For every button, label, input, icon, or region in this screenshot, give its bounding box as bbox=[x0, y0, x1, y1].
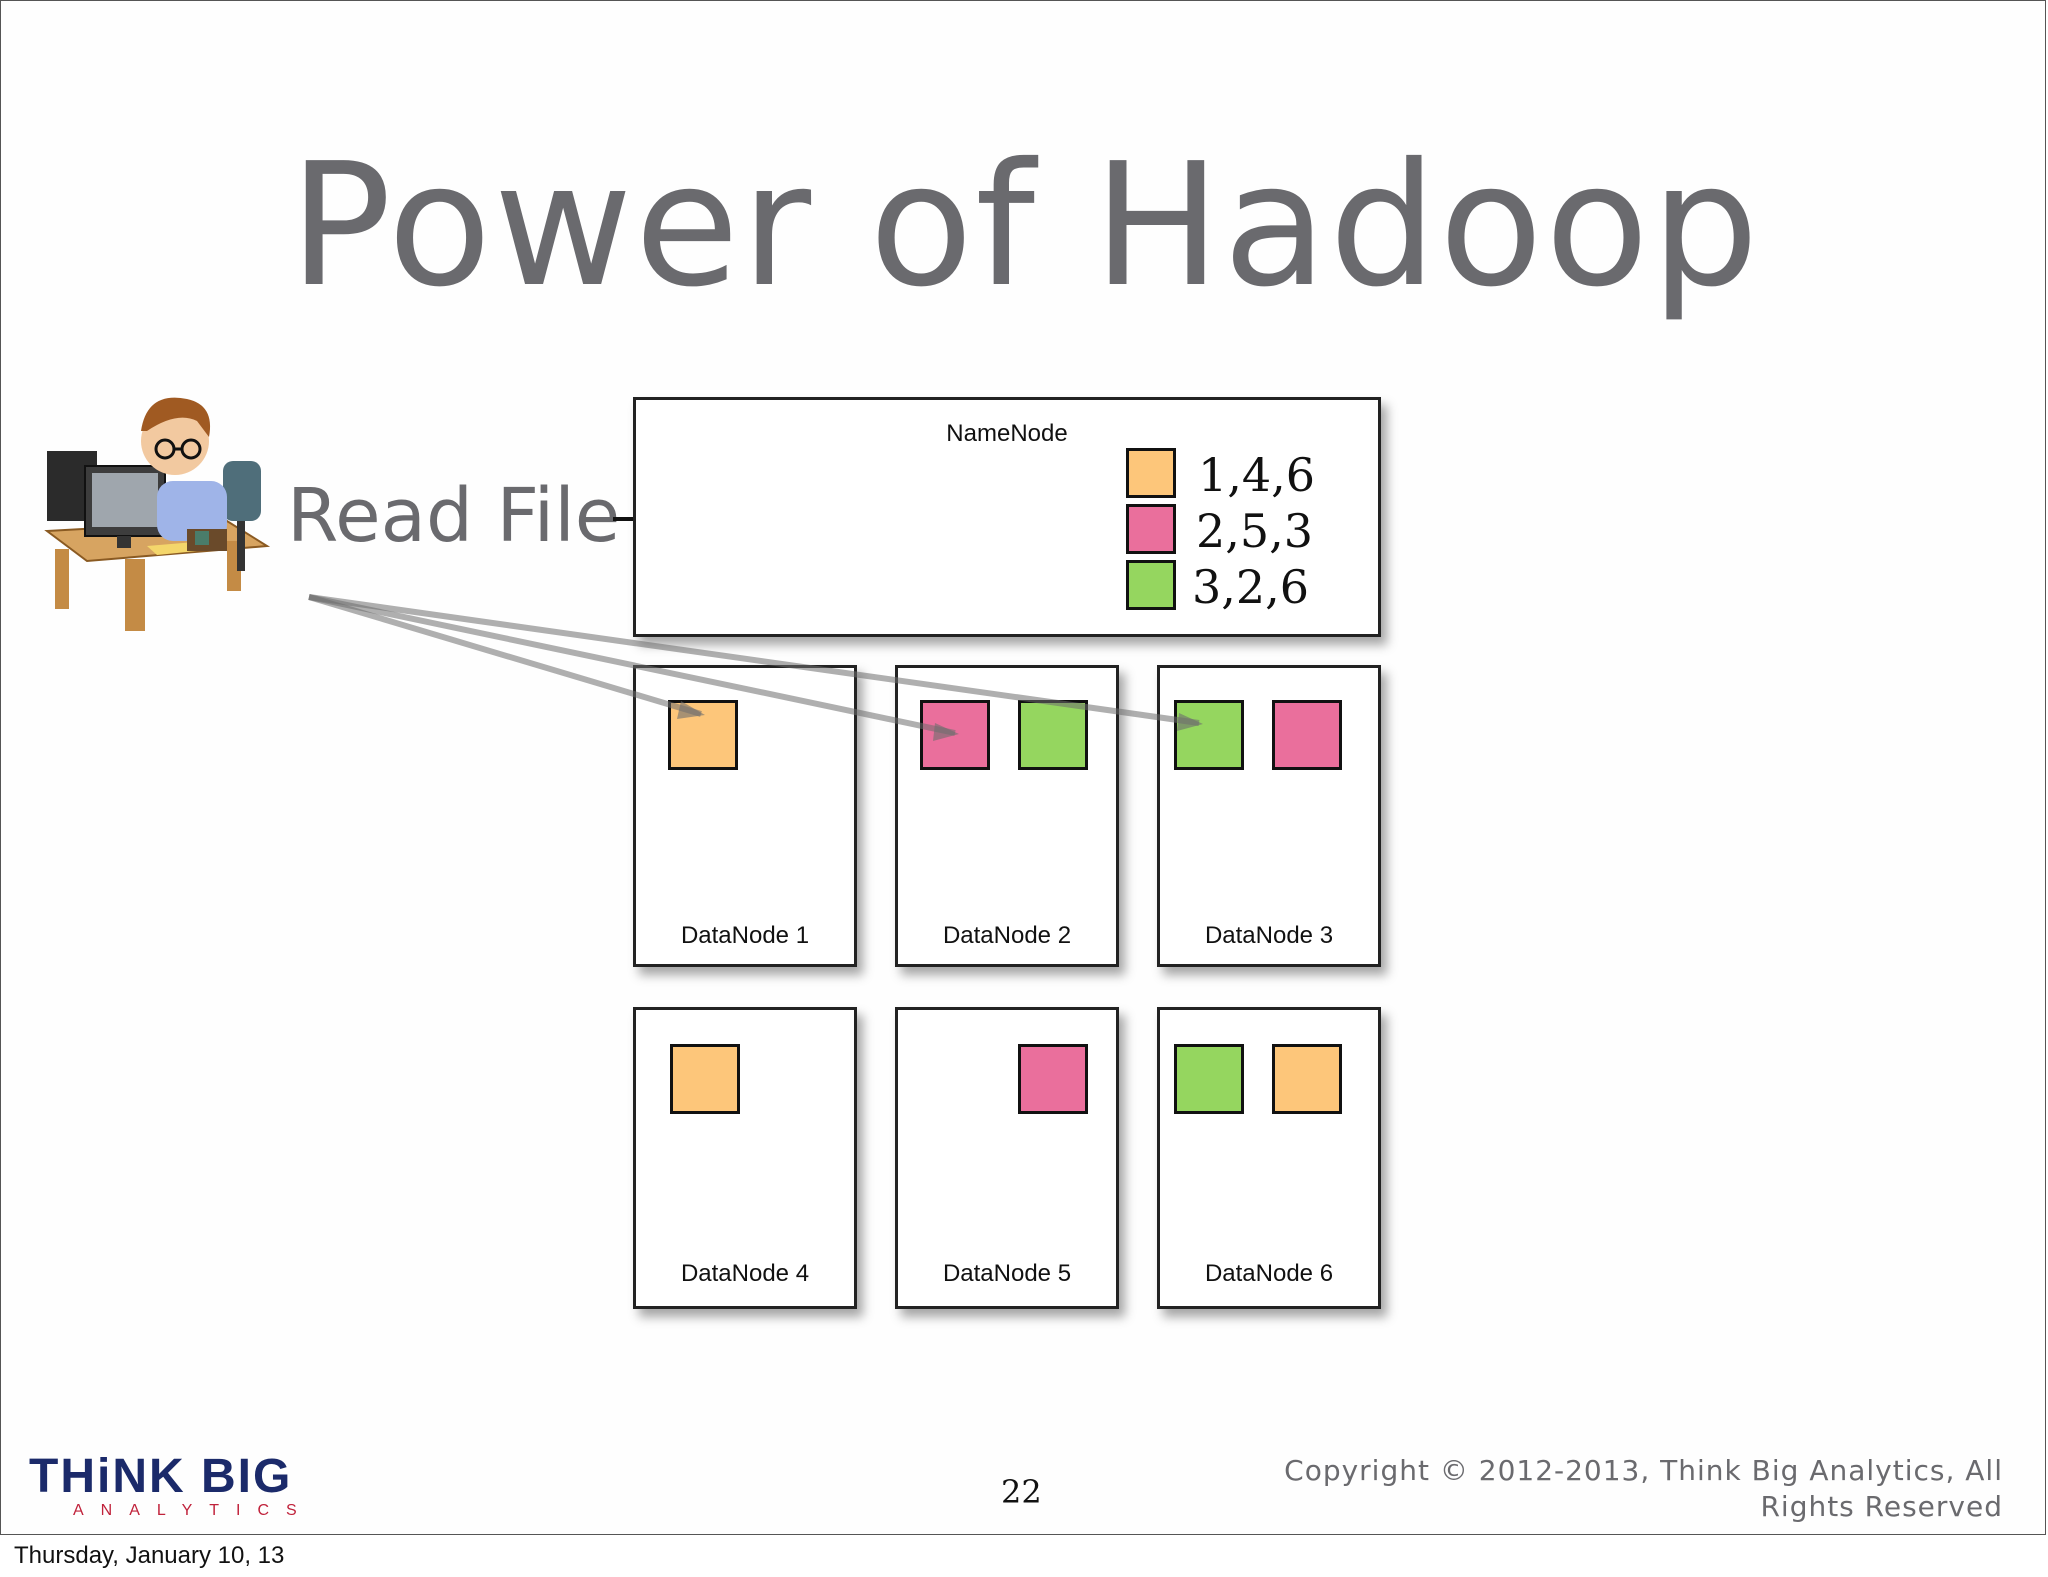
legend-green-block bbox=[1126, 560, 1176, 610]
orange-block bbox=[1272, 1044, 1342, 1114]
datanode-5: DataNode 5 bbox=[895, 1007, 1119, 1309]
namenode-label: NameNode bbox=[946, 420, 1068, 447]
slide-title: Power of Hadoop bbox=[289, 127, 1761, 325]
datanode-label: DataNode 6 bbox=[1204, 1260, 1334, 1287]
datanode-4: DataNode 4 bbox=[633, 1007, 857, 1309]
copyright-text: Copyright © 2012-2013, Think Big Analyti… bbox=[1284, 1453, 2003, 1525]
green-block bbox=[1174, 1044, 1244, 1114]
footer-date: Thursday, January 10, 13 bbox=[14, 1542, 285, 1569]
pink-block bbox=[1018, 1044, 1088, 1114]
slide: Power of Hadoop Read File NameNode bbox=[0, 0, 2046, 1535]
datanode-2: DataNode 2 bbox=[895, 665, 1119, 967]
legend-pink-block bbox=[1126, 504, 1176, 554]
pink-block bbox=[1272, 700, 1342, 770]
legend-green-nodes: 3,2,6 bbox=[1192, 560, 1310, 614]
datanode-3: DataNode 3 bbox=[1157, 665, 1381, 967]
legend-orange-nodes: 1,4,6 bbox=[1198, 448, 1316, 502]
page-number: 22 bbox=[1001, 1473, 1042, 1511]
datanode-label: DataNode 3 bbox=[1204, 922, 1334, 949]
orange-block bbox=[670, 1044, 740, 1114]
legend-pink-nodes: 2,5,3 bbox=[1196, 504, 1314, 558]
green-block bbox=[1018, 700, 1088, 770]
read-file-label: Read File bbox=[287, 473, 621, 559]
datanode-6: DataNode 6 bbox=[1157, 1007, 1381, 1309]
think-big-logo: THiNK BIG bbox=[29, 1450, 293, 1503]
datanode-1: DataNode 1 bbox=[633, 665, 857, 967]
namenode-box: NameNode 1,4,6 2,5,3 3,2,6 bbox=[633, 397, 1381, 637]
orange-block bbox=[668, 700, 738, 770]
datanode-label: DataNode 2 bbox=[942, 922, 1072, 949]
pink-block bbox=[920, 700, 990, 770]
datanode-label: DataNode 1 bbox=[680, 922, 810, 949]
green-block bbox=[1174, 700, 1244, 770]
analytics-logo-subtitle: ANALYTICS bbox=[73, 1502, 314, 1519]
copyright-line-1: Copyright © 2012-2013, Think Big Analyti… bbox=[1284, 1454, 2003, 1487]
datanode-label: DataNode 5 bbox=[942, 1260, 1072, 1287]
copyright-line-2: Rights Reserved bbox=[1760, 1490, 2003, 1523]
legend-orange-block bbox=[1126, 448, 1176, 498]
user-at-desk-icon bbox=[44, 397, 271, 631]
datanode-label: DataNode 4 bbox=[680, 1260, 810, 1287]
